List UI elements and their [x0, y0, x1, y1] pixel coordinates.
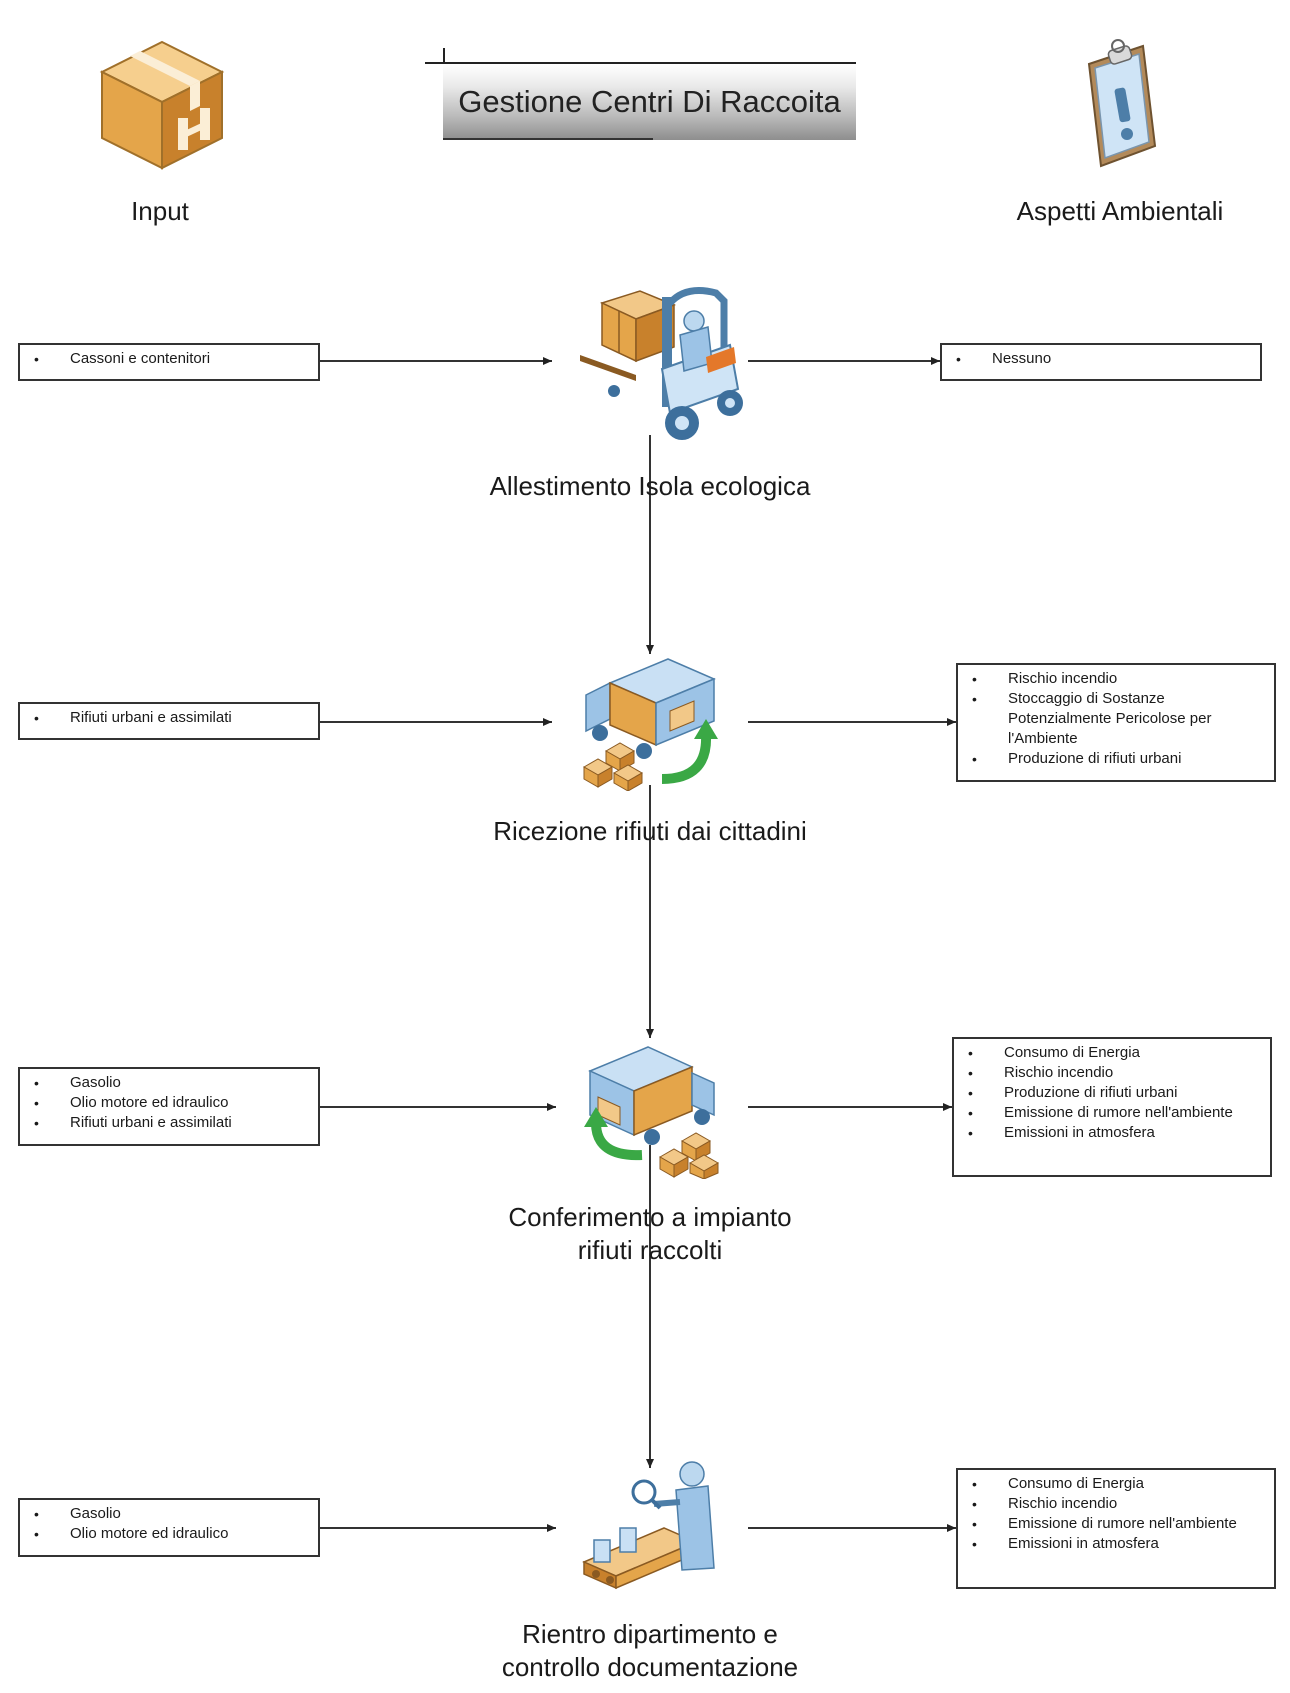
input-item: Gasolio: [34, 1073, 310, 1093]
aspect-item: Consumo di Energia: [972, 1474, 1266, 1494]
input-item: Cassoni e contenitori: [34, 349, 310, 369]
aspect-item: Emissioni in atmosfera: [972, 1534, 1266, 1554]
input-column-label: Input: [131, 196, 189, 226]
input-box-1: Cassoni e contenitori: [18, 343, 320, 381]
input-box-2: Rifiuti urbani e assimilati: [18, 702, 320, 740]
aspect-item: Nessuno: [956, 349, 1252, 369]
diagram-title: Gestione Centri Di Raccoita: [443, 62, 856, 140]
title-decoration-line: [443, 138, 653, 140]
aspect-item: Produzione di rifiuti urbani: [968, 1083, 1262, 1103]
step-label-line: controllo documentazione: [501, 1652, 799, 1682]
inspection-conveyor-icon: [582, 1461, 715, 1590]
aspect-box-4: Consumo di Energia Rischio incendio Emis…: [956, 1468, 1276, 1589]
aspect-item: Emissioni in atmosfera: [968, 1123, 1262, 1143]
step-label-3: Conferimento a impianto rifiuti raccolti: [440, 1201, 860, 1267]
input-item: Rifiuti urbani e assimilati: [34, 1113, 310, 1133]
aspect-box-1: Nessuno: [940, 343, 1262, 381]
step-label-line: Allestimento Isola ecologica: [489, 471, 811, 501]
aspect-box-2: Rischio incendio Stoccaggio di Sostanze …: [956, 663, 1276, 782]
aspects-column-label: Aspetti Ambientali: [1016, 196, 1224, 226]
input-item: Olio motore ed idraulico: [34, 1093, 310, 1113]
package-icon: [99, 40, 225, 170]
clipboard-alert-icon: [1087, 39, 1157, 168]
step-label-2: Ricezione rifiuti dai cittadini: [440, 815, 860, 848]
aspect-item: Rischio incendio: [972, 1494, 1266, 1514]
aspect-item: Consumo di Energia: [968, 1043, 1262, 1063]
input-box-4: Gasolio Olio motore ed idraulico: [18, 1498, 320, 1557]
step-label-line: Conferimento a impianto: [508, 1202, 792, 1232]
truck-loading-icon: [582, 658, 718, 791]
aspect-item: Emissione di rumore nell'ambiente: [968, 1103, 1262, 1123]
aspect-item: Emissione di rumore nell'ambiente: [972, 1514, 1266, 1534]
aspect-item: Stoccaggio di Sostanze Potenzialmente Pe…: [972, 689, 1266, 749]
step-label-1: Allestimento Isola ecologica: [440, 470, 860, 503]
aspect-box-3: Consumo di Energia Rischio incendio Prod…: [952, 1037, 1272, 1177]
aspect-item: Produzione di rifiuti urbani: [972, 749, 1266, 769]
step-label-line: Rientro dipartimento e: [522, 1619, 778, 1649]
input-item: Gasolio: [34, 1504, 310, 1524]
aspect-item: Rischio incendio: [968, 1063, 1262, 1083]
step-label-line: rifiuti raccolti: [577, 1235, 723, 1265]
step-label-line: Ricezione rifiuti dai cittadini: [493, 816, 807, 846]
aspect-item: Rischio incendio: [972, 669, 1266, 689]
step-label-4: Rientro dipartimento e controllo documen…: [440, 1618, 860, 1684]
input-box-3: Gasolio Olio motore ed idraulico Rifiuti…: [18, 1067, 320, 1146]
truck-unloading-icon: [584, 1046, 720, 1179]
title-decoration-line: [425, 62, 455, 64]
forklift-icon: [580, 287, 743, 440]
input-item: Rifiuti urbani e assimilati: [34, 708, 310, 728]
input-item: Olio motore ed idraulico: [34, 1524, 310, 1544]
